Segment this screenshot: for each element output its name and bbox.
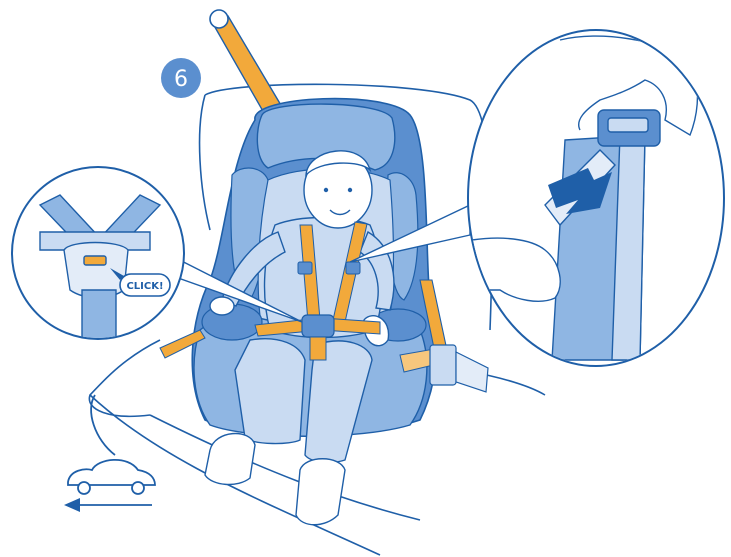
central-buckle (302, 315, 334, 337)
callout-left-buckle-detail: CLICK! (12, 167, 184, 340)
chest-clip-left (298, 262, 312, 274)
step-badge: 6 (161, 58, 201, 98)
chest-clip-right (346, 262, 360, 274)
step-number: 6 (174, 67, 188, 92)
vehicle-belt-anchor (210, 10, 285, 120)
click-label: CLICK! (126, 281, 163, 292)
callout-right-strap-detail (468, 30, 724, 366)
